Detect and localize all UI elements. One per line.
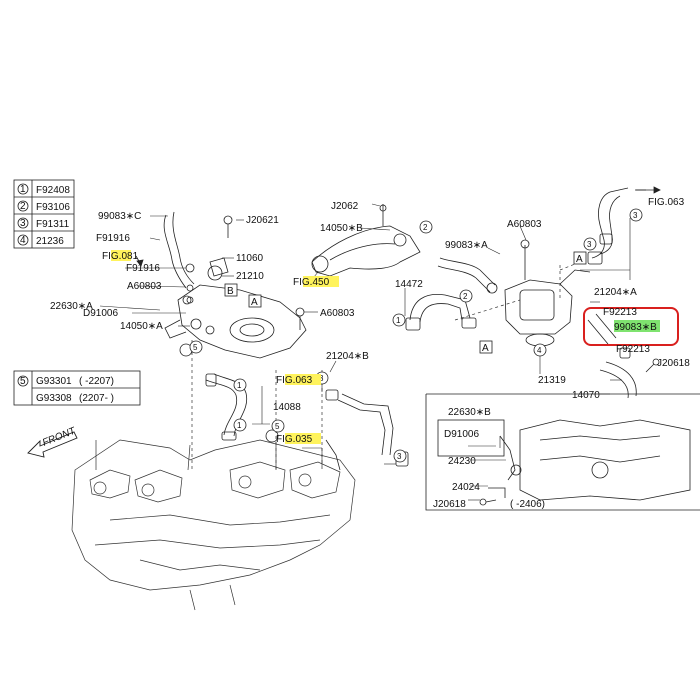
mark-5: 5 [275, 422, 280, 431]
label-99083a: 99083∗A [445, 240, 488, 251]
label-fig035: FIG.035 [276, 434, 313, 445]
label-f91916b: F91916 [126, 263, 160, 274]
ref-box-b: B [227, 286, 234, 297]
hose-14088 [205, 373, 248, 441]
hose-21204a [587, 187, 646, 265]
mark-2b: 2 [463, 292, 468, 301]
legend-code-3: F91311 [36, 219, 70, 230]
engine-block [71, 439, 356, 611]
mark-1b: 1 [237, 421, 242, 430]
legend5-code-1: G93301 [36, 376, 72, 387]
label-fig063-top: FIG.063 [648, 197, 685, 208]
hose-14472 [405, 293, 477, 331]
detail-inset [425, 393, 700, 511]
leader-lines [99, 203, 631, 501]
circle-marks [189, 208, 643, 463]
label-j2062: J2062 [331, 201, 359, 212]
highlight-fig450 [303, 276, 339, 287]
label-24230: 24230 [448, 456, 476, 467]
mark-2a: 2 [423, 223, 428, 232]
label-j20618a: J20618 [657, 358, 690, 369]
ref-box-a1: A [251, 297, 258, 308]
label-f91916a: F91916 [96, 233, 130, 244]
legend-mid [13, 370, 141, 406]
label-14088: 14088 [273, 402, 301, 413]
mark-1a: 1 [237, 381, 242, 390]
thermostat-housing [504, 239, 591, 347]
label-11060: 11060 [236, 253, 264, 264]
ref-boxes [224, 251, 587, 354]
legend-code-1: F92408 [36, 185, 70, 196]
mark-5b: 5 [193, 343, 198, 352]
label-fig063-mid: FIG.063 [276, 375, 313, 386]
label-fig081: FIG.081 [102, 251, 139, 262]
label-14070: 14070 [572, 390, 600, 401]
label-fig450: FIG.450 [293, 277, 330, 288]
highlight-fig081 [111, 250, 131, 261]
label-99083b: 99083∗B [614, 322, 657, 333]
hose-99083b [587, 313, 637, 399]
mark-3d: 3 [397, 452, 402, 461]
label-j20618b: J20618 [433, 499, 466, 510]
legend-top [13, 179, 75, 249]
ref-box-a2: A [482, 343, 489, 354]
mark-4: 4 [537, 346, 542, 355]
mark-3a: 3 [587, 240, 592, 249]
highlight-99083b [614, 320, 660, 332]
legend-code-4: 21236 [36, 236, 64, 247]
label-21210: 21210 [236, 271, 264, 282]
fig-arrows [135, 186, 661, 267]
label-14472: 14472 [395, 279, 423, 290]
front-arrow [27, 431, 78, 458]
legend-code-2: F93106 [36, 202, 70, 213]
label-range-2406: ( -2406) [510, 499, 545, 510]
legend-num-2: 2 [20, 201, 26, 212]
label-f92213a: F92213 [603, 307, 637, 318]
legend-num-3: 3 [20, 218, 26, 229]
hose-99083a [437, 257, 498, 294]
legend-num-4: 4 [20, 235, 26, 246]
label-22630b: 22630∗B [448, 407, 491, 418]
legend-num-5: 5 [20, 376, 26, 387]
dashed-leaders [191, 259, 586, 470]
label-a60803c: A60803 [507, 219, 542, 230]
pipe-14050b [311, 204, 421, 277]
highlight-fig035 [285, 433, 321, 444]
label-a60803b: A60803 [320, 308, 355, 319]
callout-highlight-box [583, 307, 679, 346]
ref-box-a3: A [576, 254, 583, 265]
label-a60803a: A60803 [127, 281, 162, 292]
label-21204a: 21204∗A [594, 287, 637, 298]
label-14050b: 14050∗B [320, 223, 363, 234]
label-21204b: 21204∗B [326, 351, 369, 362]
label-24024: 24024 [452, 482, 480, 493]
label-99083c: 99083∗C [98, 211, 141, 222]
label-14050a: 14050∗A [120, 321, 163, 332]
legend-num-1: 1 [20, 184, 26, 195]
label-d91006a: D91006 [83, 308, 118, 319]
label-d91006b: D91006 [444, 429, 479, 440]
mark-3b: 3 [633, 211, 638, 220]
label-f92213b: F92213 [616, 344, 650, 355]
legend5-range-2: (2207- ) [79, 393, 114, 404]
highlight-fig063 [285, 374, 321, 385]
legend5-range-1: ( -2207) [79, 376, 114, 387]
fasteners [179, 215, 660, 506]
label-22630a: 22630∗A [50, 301, 93, 312]
label-j20621: J20621 [246, 215, 279, 226]
mark-1c: 1 [396, 316, 401, 325]
mark-3c: 3 [319, 374, 324, 383]
legend5-code-2: G93308 [36, 393, 72, 404]
label-21319: 21319 [538, 375, 566, 386]
